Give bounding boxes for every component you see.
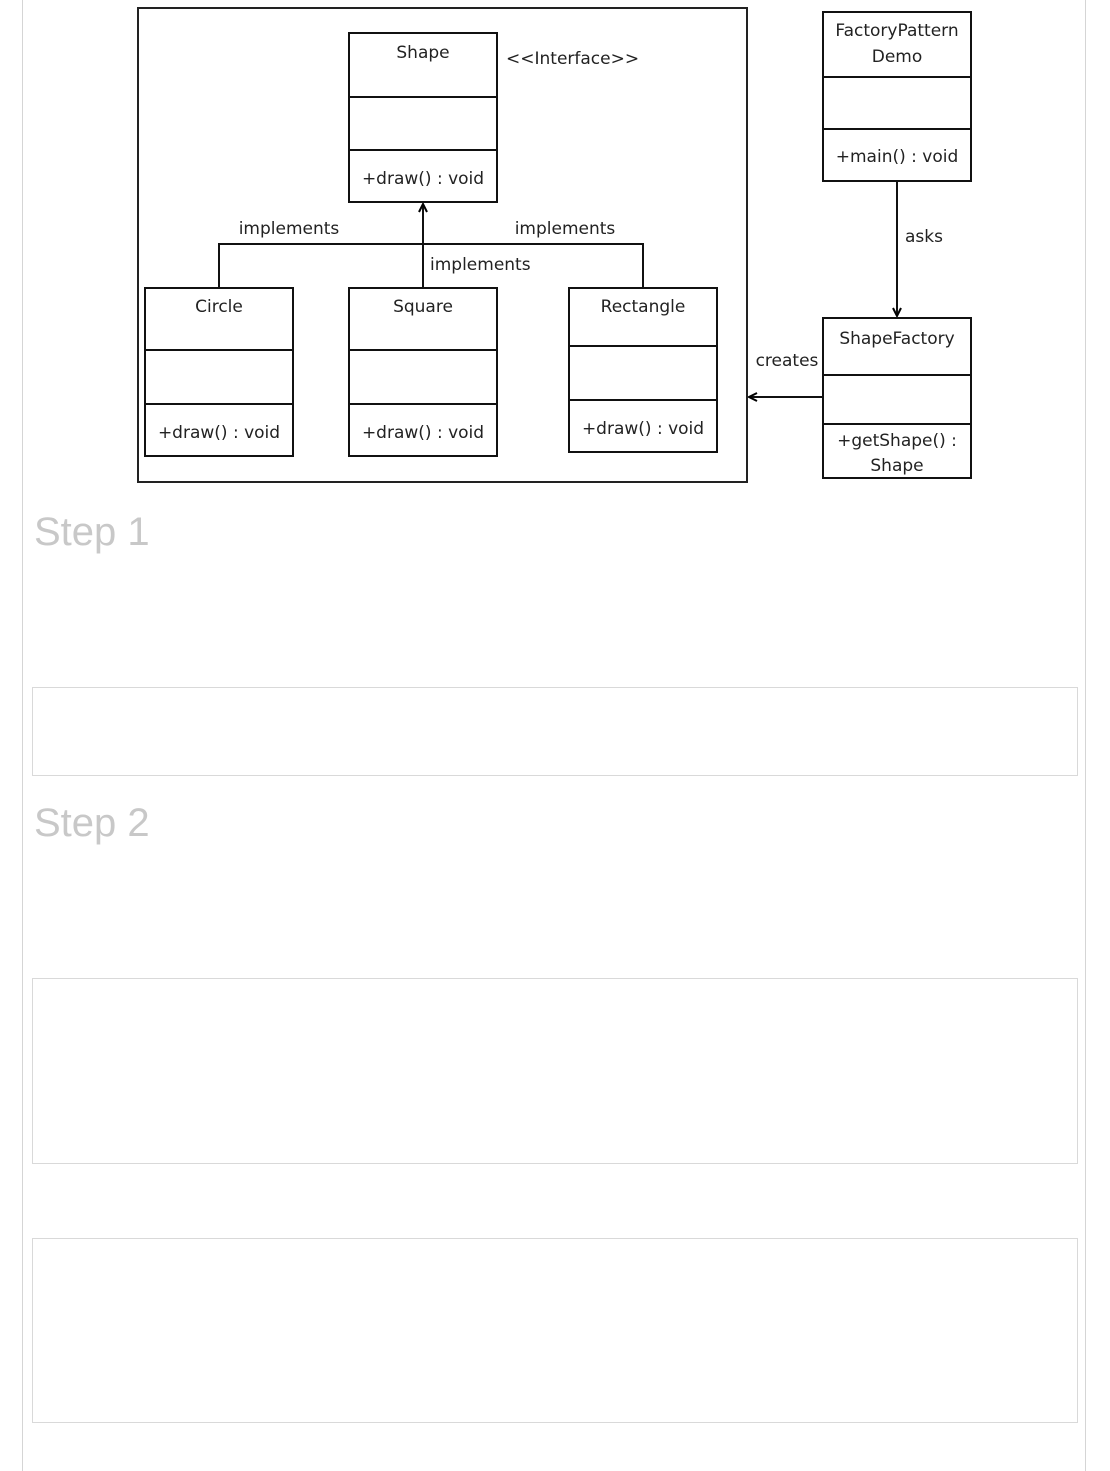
circle-class-name: Circle bbox=[195, 297, 243, 317]
creates-label: creates bbox=[756, 351, 819, 371]
factory-getshape-method-line2: Shape bbox=[870, 456, 923, 476]
step-2-code-box-2 bbox=[32, 1238, 1078, 1423]
shape-class-name: Shape bbox=[396, 43, 449, 63]
rectangle-class-name: Rectangle bbox=[601, 297, 686, 317]
content-frame bbox=[22, 0, 1086, 1471]
square-class-name: Square bbox=[393, 297, 453, 317]
shape-factory-box: ShapeFactory +getShape() : Shape bbox=[822, 317, 972, 479]
shape-interface-box: Shape +draw() : void bbox=[348, 32, 498, 203]
implements-label-left: implements bbox=[239, 219, 340, 239]
step-1-heading: Step 1 bbox=[34, 510, 150, 554]
step-2-code-box-1 bbox=[32, 978, 1078, 1164]
square-class-box: Square +draw() : void bbox=[348, 287, 498, 457]
shape-draw-method: +draw() : void bbox=[362, 169, 484, 189]
factory-pattern-demo-box: FactoryPattern Demo +main() : void bbox=[822, 11, 972, 182]
asks-label: asks bbox=[905, 227, 943, 247]
implements-label-center: implements bbox=[430, 255, 531, 275]
interface-stereotype: <<Interface>> bbox=[506, 49, 639, 69]
factory-getshape-method-line1: +getShape() : bbox=[837, 431, 957, 451]
step-1-code-box bbox=[32, 687, 1078, 776]
implements-connectors bbox=[218, 204, 644, 288]
rectangle-draw-method: +draw() : void bbox=[582, 419, 704, 439]
rectangle-class-box: Rectangle +draw() : void bbox=[568, 287, 718, 453]
factory-pattern-uml-diagram: Shape +draw() : void <<Interface>> imple… bbox=[137, 7, 972, 483]
step-2-heading: Step 2 bbox=[34, 801, 150, 845]
circle-draw-method: +draw() : void bbox=[158, 423, 280, 443]
demo-main-method: +main() : void bbox=[836, 147, 959, 167]
implements-label-right: implements bbox=[515, 219, 616, 239]
square-draw-method: +draw() : void bbox=[362, 423, 484, 443]
demo-class-name-line1: FactoryPattern bbox=[835, 21, 958, 41]
package-frame bbox=[137, 7, 748, 483]
demo-class-name-line2: Demo bbox=[872, 47, 923, 67]
circle-class-box: Circle +draw() : void bbox=[144, 287, 294, 457]
factory-class-name: ShapeFactory bbox=[839, 329, 954, 349]
